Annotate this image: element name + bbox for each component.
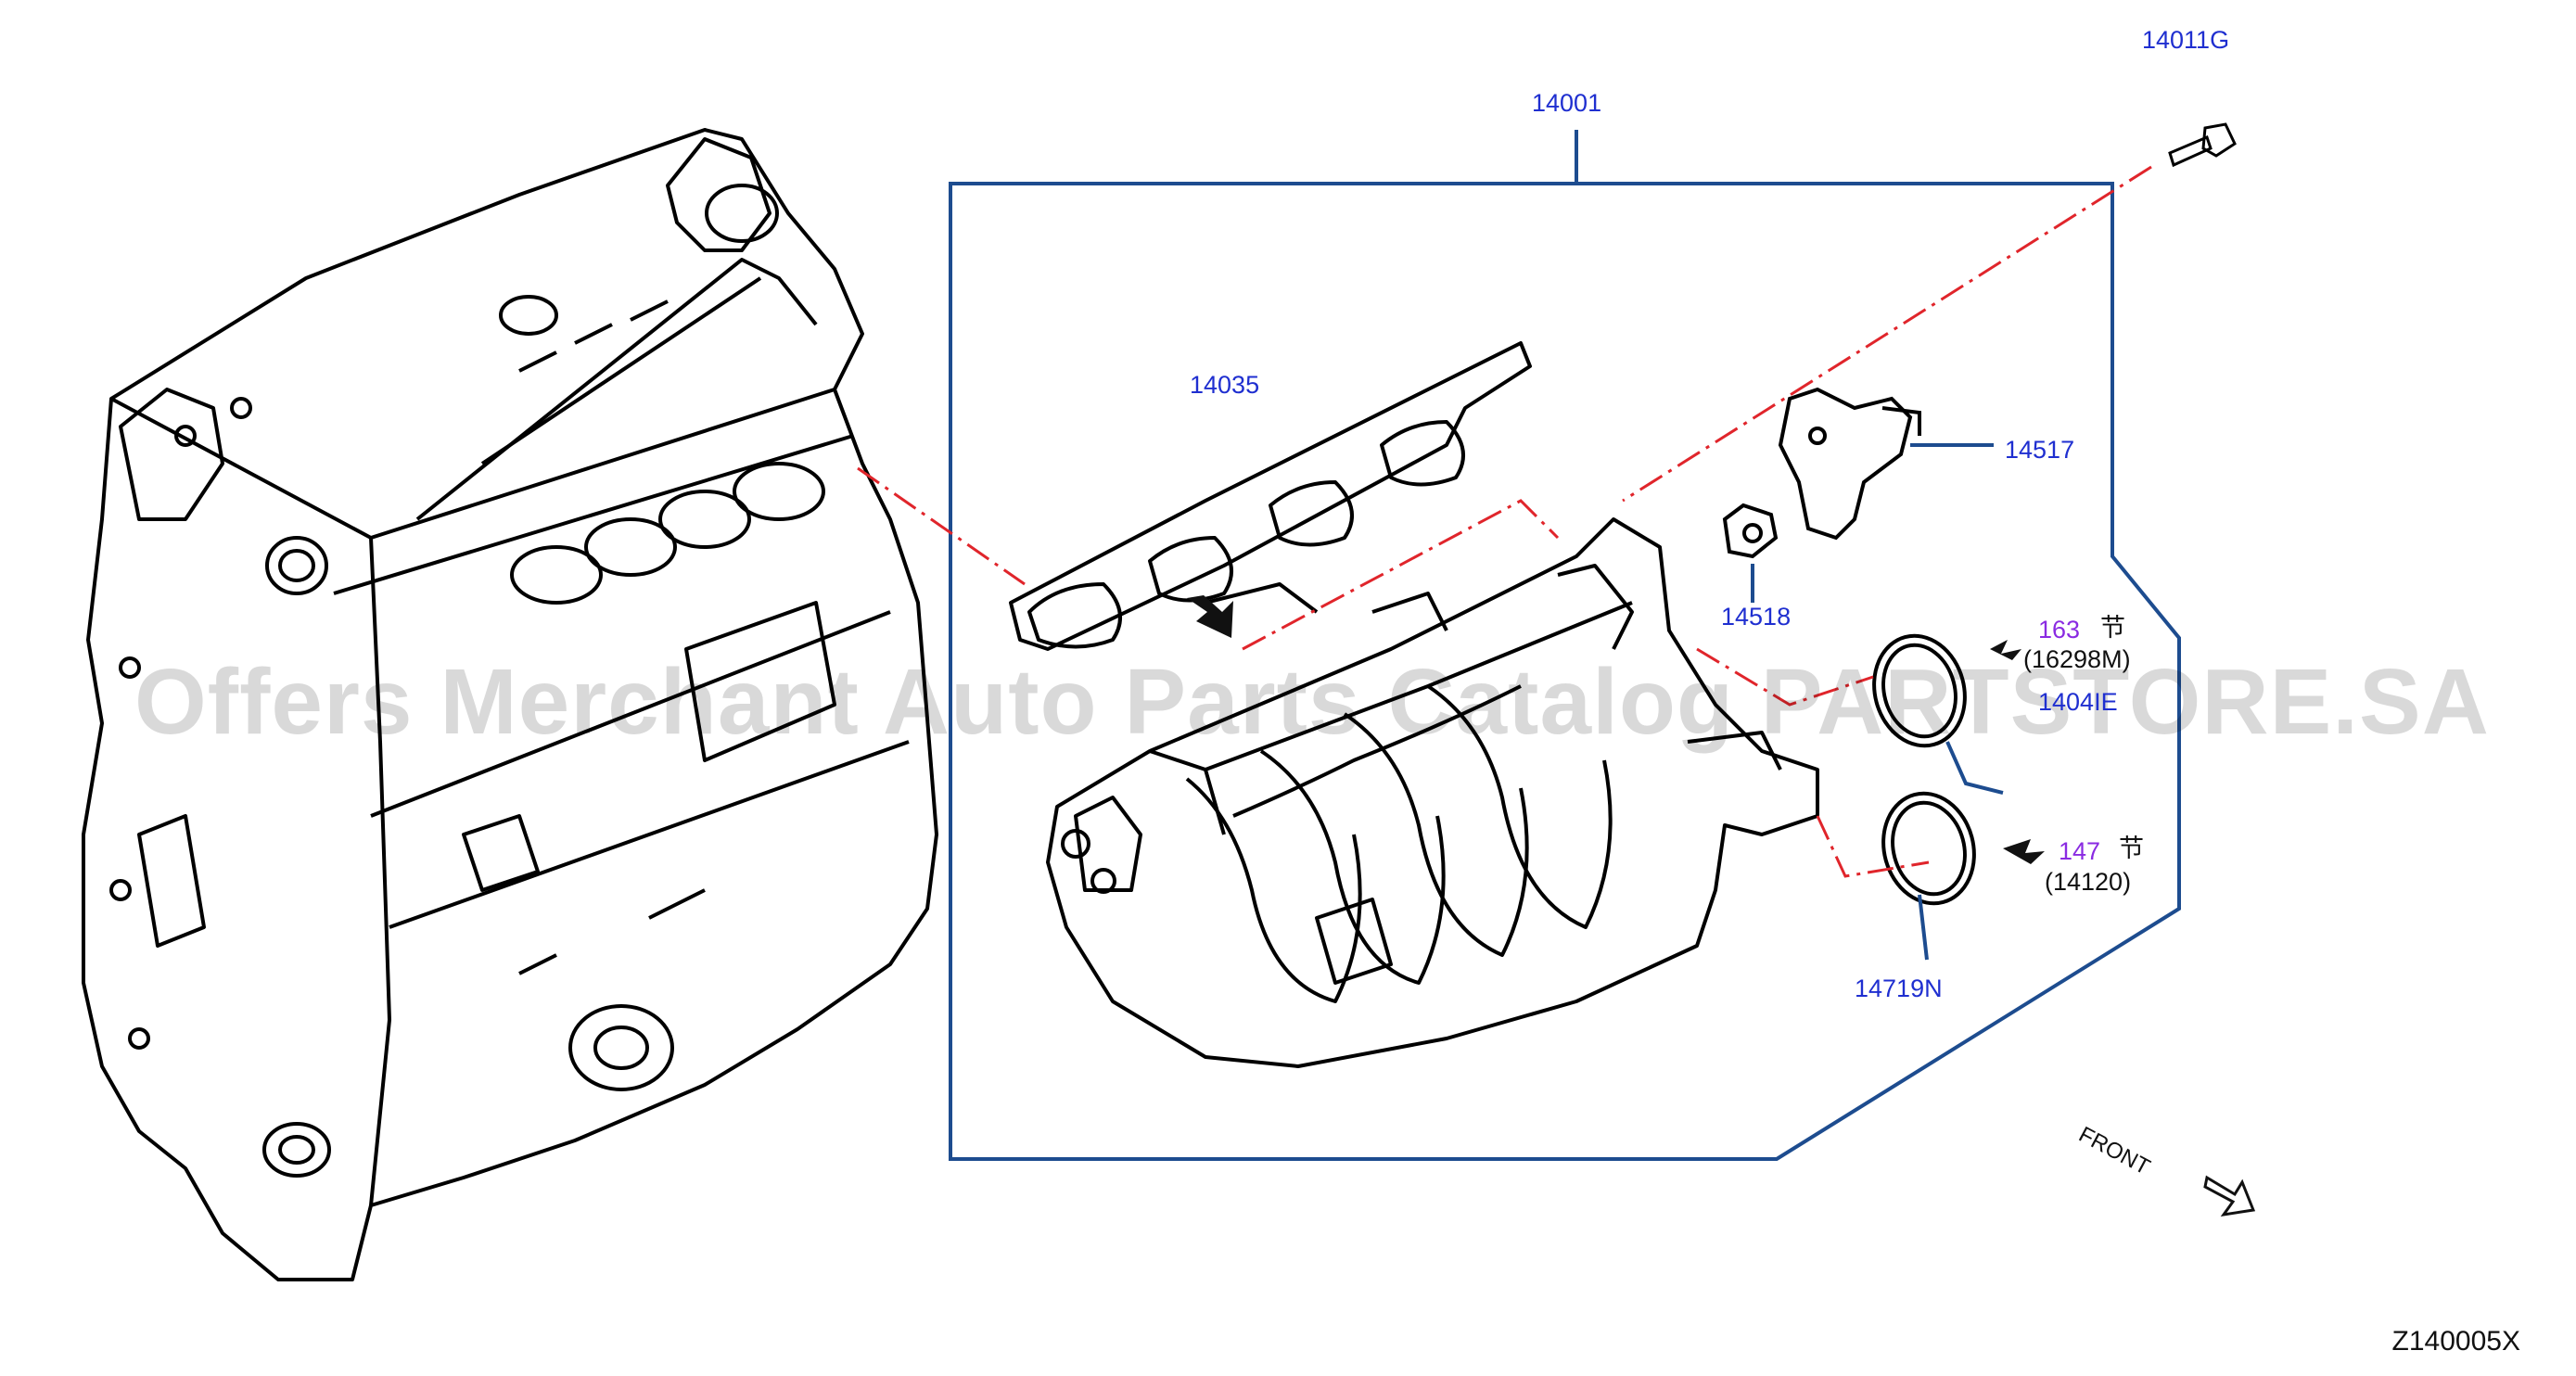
arrow-icon bbox=[1990, 640, 2021, 660]
arrow-icon bbox=[1187, 595, 1233, 638]
arrow-icons bbox=[1187, 595, 2256, 1217]
arrow-icon bbox=[2003, 839, 2045, 864]
diagram-code: Z140005X bbox=[2391, 1326, 2520, 1357]
gasket-ring-drawings bbox=[1872, 633, 1976, 906]
ref-symbol-147: 节 bbox=[2119, 835, 2144, 862]
assembly-guide-lines bbox=[857, 165, 2152, 878]
part-label-14035[interactable]: 14035 bbox=[1190, 371, 1260, 399]
assembly-frame bbox=[949, 130, 2181, 1161]
part-label-14517[interactable]: 14517 bbox=[2005, 436, 2075, 464]
part-label-14001[interactable]: 14001 bbox=[1532, 89, 1602, 117]
ref-label-147[interactable]: 147 bbox=[2059, 837, 2101, 865]
ref-symbol-163: 节 bbox=[2100, 614, 2125, 642]
engine-block-drawing bbox=[82, 128, 938, 1281]
sensor-14518-drawing bbox=[1722, 503, 1779, 559]
part-label-14719n[interactable]: 14719N bbox=[1855, 975, 1943, 1002]
ref-sub-16298m: (16298M) bbox=[2023, 645, 2131, 673]
sensor-14517-drawing bbox=[1778, 387, 1921, 541]
ref-sub-14120: (14120) bbox=[2045, 868, 2132, 896]
front-arrow-icon bbox=[2203, 1175, 2256, 1217]
bolt-14011g-drawing bbox=[2168, 122, 2237, 168]
part-label-14040e[interactable]: 1404ІE bbox=[2038, 688, 2118, 716]
gasket-14035-drawing bbox=[1009, 341, 1532, 651]
intake-manifold-drawing bbox=[1046, 517, 1819, 1068]
part-label-14518[interactable]: 14518 bbox=[1721, 603, 1792, 631]
ref-label-163[interactable]: 163 bbox=[2038, 616, 2081, 643]
part-label-14011g[interactable]: 14011G bbox=[2142, 26, 2230, 54]
